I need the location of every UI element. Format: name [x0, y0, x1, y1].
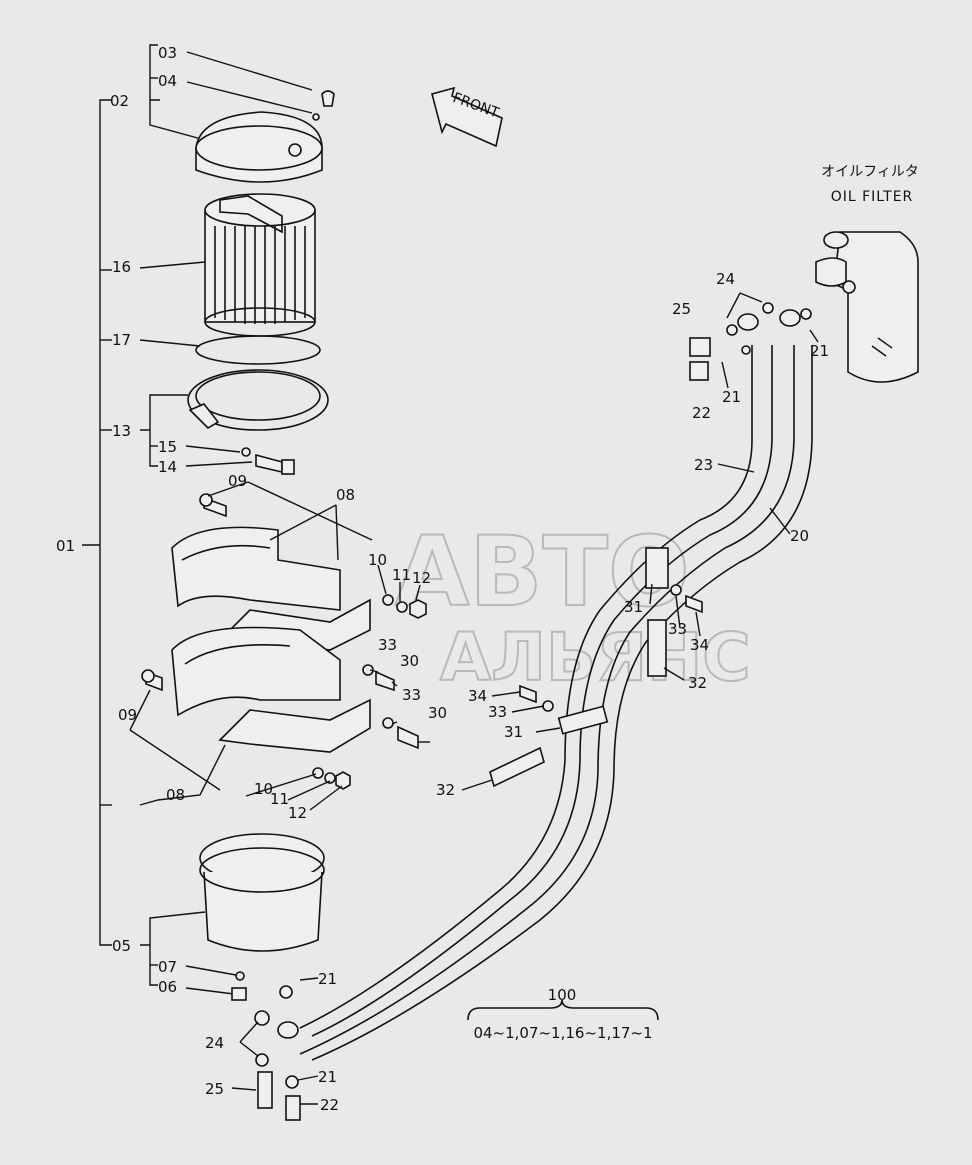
callout-25-a: 25	[672, 300, 691, 318]
callout-32-b: 32	[436, 781, 455, 799]
callout-21-a: 21	[810, 342, 829, 360]
callout-11-lower: 11	[270, 790, 289, 808]
bracket-tree	[82, 44, 313, 995]
leader-lines	[129, 463, 791, 1105]
callout-21-d: 21	[318, 1068, 337, 1086]
front-arrow: FRONT	[431, 86, 503, 148]
callout-07: 07	[158, 958, 177, 976]
callout-31-a: 31	[624, 598, 643, 616]
callout-11-upper: 11	[392, 566, 411, 584]
band-clamp	[187, 369, 329, 431]
callout-12-upper: 12	[412, 569, 431, 587]
callout-16: 16	[112, 258, 131, 276]
callout-12-lower: 12	[288, 804, 307, 822]
callout-33-d: 33	[668, 620, 687, 638]
callout-32-a: 32	[688, 674, 707, 692]
callout-33-b: 33	[402, 686, 421, 704]
callout-24-b: 24	[205, 1034, 224, 1052]
callout-05: 05	[112, 937, 131, 955]
nuts-washers	[312, 594, 427, 790]
oil-filter-label-jp: オイルフィルタ	[821, 164, 919, 180]
callout-21-c: 21	[318, 970, 337, 988]
callout-13: 13	[112, 422, 131, 440]
callout-33-a: 33	[378, 636, 397, 654]
callout-20: 20	[790, 527, 809, 545]
callout-23: 23	[694, 456, 713, 474]
callout-09-lower: 09	[118, 706, 137, 724]
kit-note: 100 04~1,07~1,16~1,17~1	[467, 986, 659, 1042]
callout-15: 15	[158, 438, 177, 456]
fuel-hoses	[299, 345, 813, 1061]
callout-17: 17	[112, 331, 131, 349]
o-ring	[195, 335, 321, 365]
callout-30-b: 30	[428, 704, 447, 722]
callout-10-upper: 10	[368, 551, 387, 569]
bolts-09	[141, 493, 227, 692]
callout-33-c: 33	[488, 703, 507, 721]
callout-14: 14	[158, 458, 177, 476]
lower-fittings	[239, 985, 301, 1121]
filter-bowl	[199, 833, 325, 1001]
callout-30-a: 30	[400, 652, 419, 670]
callout-08-lower: 08	[166, 786, 185, 804]
callout-10-lower: 10	[254, 780, 273, 798]
callout-04: 04	[158, 72, 177, 90]
filter-cap	[195, 90, 335, 183]
oil-filter-assembly	[815, 231, 919, 383]
oil-filter-label-en: OIL FILTER	[831, 189, 914, 205]
callout-34-b: 34	[468, 687, 487, 705]
callout-31-b: 31	[504, 723, 523, 741]
mounting-band-lower	[171, 626, 371, 753]
callout-09-upper: 09	[228, 472, 247, 490]
callout-02: 02	[110, 92, 129, 110]
watermark-line1: АВТО	[395, 516, 690, 628]
upper-fittings	[689, 292, 819, 389]
callout-24-a: 24	[716, 270, 735, 288]
hose-pads-32	[489, 619, 667, 788]
kit-number: 100	[548, 986, 577, 1004]
callout-34-a: 34	[690, 636, 709, 654]
filter-element	[204, 193, 316, 337]
callout-22-b: 22	[320, 1096, 339, 1114]
callout-25-b: 25	[205, 1080, 224, 1098]
bolt-14	[241, 447, 295, 475]
callout-01: 01	[56, 537, 75, 555]
callout-06: 06	[158, 978, 177, 996]
callout-labels: 01 02 03 04 16 17 13 15 14 09 08 10 11 1…	[56, 44, 829, 1114]
callout-21-b: 21	[722, 388, 741, 406]
callout-22-a: 22	[692, 404, 711, 422]
callout-08-upper: 08	[336, 486, 355, 504]
callout-03: 03	[158, 44, 177, 62]
kit-contents: 04~1,07~1,16~1,17~1	[473, 1024, 652, 1042]
